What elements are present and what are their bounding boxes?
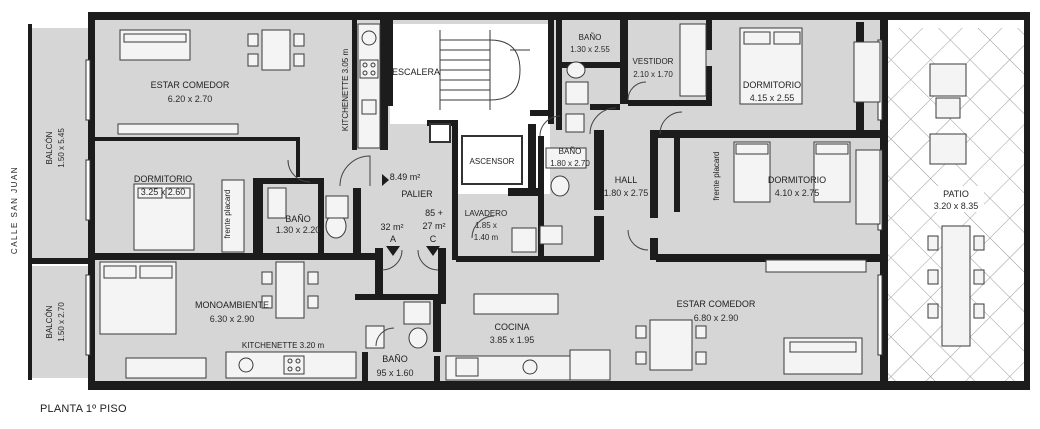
vestidor-dim: 2.10 x 1.70 [633, 70, 673, 79]
dormitorio-b-dim: 4.15 x 2.55 [750, 93, 795, 103]
palier-marker-icon [382, 174, 389, 186]
cocina-name: COCINA [494, 322, 529, 332]
lavadero-name: LAVADERO [465, 209, 507, 218]
unit-c-letter: C [430, 234, 437, 244]
vestidor-name: VESTIDOR [633, 57, 674, 66]
bano-b-name: BAÑO [382, 354, 408, 364]
balcon-top-dim: 1.50 x 5.45 [57, 128, 66, 168]
stair-core [390, 24, 550, 124]
balcon-bottom-dim: 1.50 x 2.70 [57, 302, 66, 342]
lavadero-dim-1: 1.85 x [475, 221, 497, 230]
street-label: CALLE SAN JUAN [10, 166, 19, 254]
hall-dim: 1.80 x 2.75 [604, 188, 649, 198]
bano-a-name: BAÑO [285, 214, 311, 224]
walls [28, 12, 1030, 390]
frente-placard-b-label: frente placard [712, 152, 721, 201]
bano-d-name: BAÑO [579, 33, 602, 42]
balcon-bottom-name: BALCÓN [45, 305, 54, 338]
bano-d-dim: 1.30 x 2.55 [570, 45, 610, 54]
patio-name: PATIO [943, 189, 969, 199]
palier-area: 8.49 m² [390, 172, 421, 182]
monoambiente-dim: 6.30 x 2.90 [210, 314, 255, 324]
estar-comedor-a-name: ESTAR COMEDOR [151, 80, 230, 90]
unit-c-area-2: 27 m² [422, 221, 445, 231]
hall-name: HALL [615, 175, 638, 185]
stair-treads [439, 30, 530, 110]
furniture [99, 23, 985, 381]
dormitorio-c-name: DORMITORIO [768, 175, 826, 185]
bano-c-name: BAÑO [559, 147, 582, 156]
lavadero-dim-2: 1.40 m [474, 233, 499, 242]
balcony-bottom-area [30, 266, 88, 378]
frente-placard-a-label: frente placard [223, 190, 232, 239]
dormitorio-a-dim: 3.25 x 2.60 [141, 187, 186, 197]
estar-comedor-b-name: ESTAR COMEDOR [677, 299, 756, 309]
ascensor-label: ASCENSOR [470, 157, 515, 166]
bano-a-dim: 1.30 x 2.20 [276, 225, 321, 235]
balcon-top-name: BALCÓN [45, 131, 54, 164]
patio-dim: 3.20 x 8.35 [934, 201, 979, 211]
bano-b-dim: 95 x 1.60 [376, 368, 413, 378]
unit-c-arrow-icon [426, 246, 440, 256]
bano-c-dim: 1.80 x 2.70 [550, 159, 590, 168]
room-labels: ESTAR COMEDOR 6.20 x 2.70 KITCHENETTE 3.… [10, 33, 984, 378]
cocina-dim: 3.85 x 1.95 [490, 335, 535, 345]
patio-label-bg [928, 186, 984, 212]
unit-a-area: 32 m² [380, 222, 403, 232]
monoambiente-name: MONOAMBIENTE [195, 300, 269, 310]
dormitorio-b-name: DORMITORIO [743, 80, 801, 90]
unit-c-area-1: 85 + [425, 208, 443, 218]
unit-a-letter: A [390, 234, 396, 244]
estar-comedor-a-dim: 6.20 x 2.70 [168, 94, 213, 104]
kitchenette-a-label: KITCHENETTE 3.05 m [341, 49, 350, 132]
plan-caption: PLANTA 1º PISO [40, 403, 127, 415]
escalera-label: ESCALERA [392, 67, 440, 77]
dormitorio-a-name: DORMITORIO [134, 174, 192, 184]
door-swings [287, 81, 683, 347]
balcony-top-area [30, 28, 88, 261]
dormitorio-c-dim: 4.10 x 2.75 [775, 188, 820, 198]
unit-a-arrow-icon [386, 246, 400, 256]
estar-comedor-b-dim: 6.80 x 2.90 [694, 313, 739, 323]
palier-name: PALIER [401, 189, 433, 199]
kitchenette-b-label: KITCHENETTE 3.20 m [242, 341, 325, 350]
